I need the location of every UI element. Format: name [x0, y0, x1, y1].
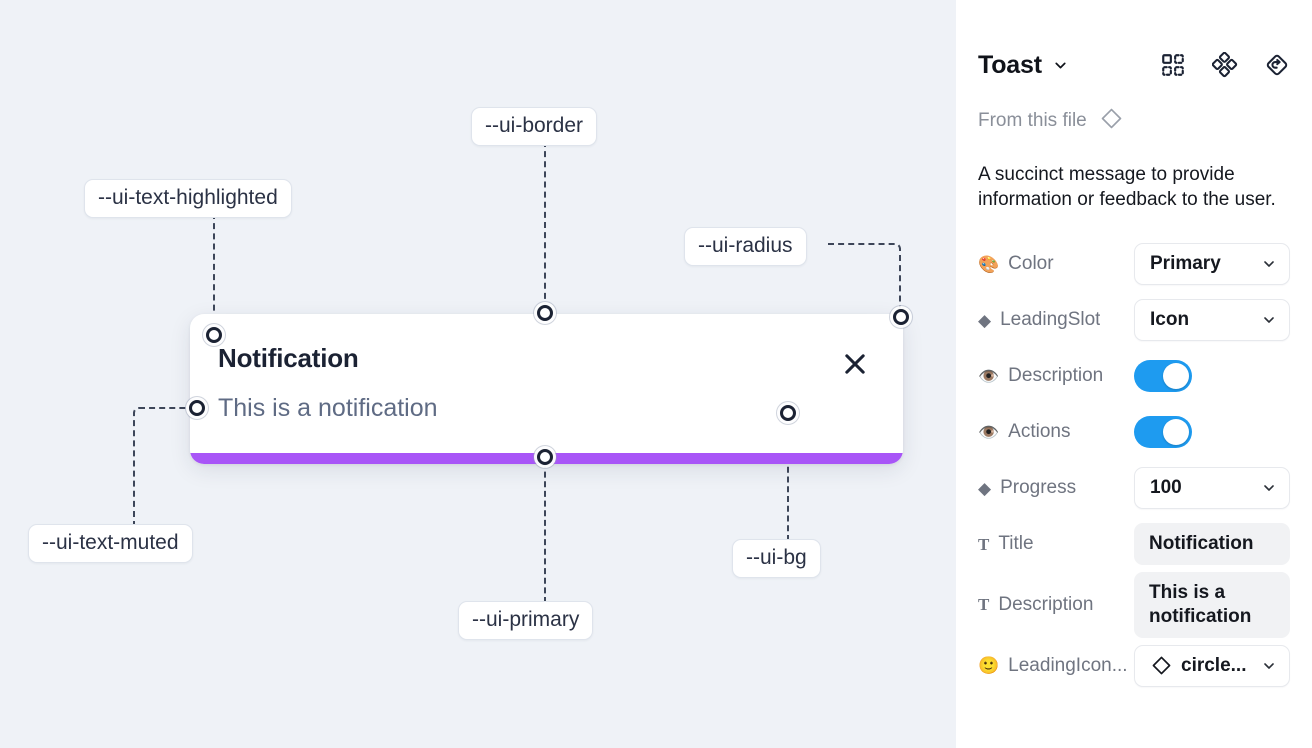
anchor-dot-ui-text-muted[interactable]	[189, 400, 205, 416]
properties-list: 🎨 Color Primary	[978, 236, 1290, 694]
component-set-icon[interactable]	[1160, 52, 1186, 78]
property-label-progress: ◆ Progress	[978, 477, 1077, 499]
chevron-down-icon	[1261, 312, 1277, 328]
toggle-knob	[1163, 363, 1189, 390]
property-row-description-text: T Description This is a notification	[978, 572, 1290, 638]
chevron-down-icon	[1261, 256, 1277, 272]
property-control-description-text: This is a notification	[1134, 572, 1290, 638]
description-input[interactable]: This is a notification	[1134, 572, 1290, 638]
property-row-title: T Title Notification	[978, 516, 1290, 572]
panel-header: Toast	[978, 0, 1290, 100]
property-control-progress: 100	[1134, 467, 1290, 510]
connector-ui-text-muted	[133, 407, 193, 527]
anchor-dot-ui-bg[interactable]	[780, 405, 796, 421]
actions-toggle[interactable]	[1134, 416, 1192, 449]
color-select[interactable]: Primary	[1134, 243, 1290, 286]
property-label-leadingicon: 🙂 LeadingIcon...	[978, 654, 1128, 676]
progress-select[interactable]: 100	[1134, 467, 1290, 510]
text-type-icon: T	[978, 534, 990, 554]
from-this-file-row[interactable]: From this file	[978, 106, 1290, 136]
property-label-color: 🎨 Color	[978, 253, 1054, 275]
property-label-leadingslot: ◆ LeadingSlot	[978, 309, 1101, 331]
token-label-ui-bg[interactable]: --ui-bg	[732, 539, 821, 579]
component-description: A succinct message to provide informatio…	[978, 164, 1276, 211]
text-type-icon: T	[978, 595, 990, 615]
reset-instance-icon[interactable]	[1264, 52, 1290, 78]
close-icon[interactable]	[841, 350, 869, 378]
leadingicon-select[interactable]: circle...	[1134, 644, 1290, 687]
design-canvas[interactable]: Notification This is a notification --ui…	[0, 0, 956, 748]
toast-title: Notification	[218, 343, 359, 373]
page-title: Toast	[978, 50, 1042, 79]
property-control-description-toggle	[1134, 360, 1290, 393]
variants-cluster-icon[interactable]	[1212, 52, 1238, 78]
token-label-ui-radius[interactable]: --ui-radius	[684, 227, 807, 267]
property-row-leadingicon: 🙂 LeadingIcon... circle...	[978, 638, 1290, 694]
anchor-dot-ui-radius[interactable]	[893, 309, 909, 325]
anchor-dot-ui-primary[interactable]	[537, 449, 553, 465]
anchor-dot-ui-border[interactable]	[537, 305, 553, 321]
property-row-color: 🎨 Color Primary	[978, 236, 1290, 292]
property-control-leadingslot: Icon	[1134, 299, 1290, 342]
property-row-description-visibility: 👁️ Description	[978, 348, 1290, 404]
diamond-icon: ◆	[978, 478, 992, 498]
palette-icon: 🎨	[978, 254, 1000, 274]
property-label-title: T Title	[978, 533, 1034, 555]
panel-header-actions	[1160, 52, 1290, 78]
diamond-component-icon	[1150, 654, 1173, 677]
property-control-leadingicon: circle...	[1134, 644, 1290, 687]
from-this-file-label: From this file	[978, 110, 1087, 131]
token-label-ui-primary[interactable]: --ui-primary	[458, 601, 594, 641]
property-control-actions-toggle	[1134, 416, 1290, 449]
property-row-leadingslot: ◆ LeadingSlot Icon	[978, 292, 1290, 348]
diamond-icon: ◆	[978, 310, 992, 330]
property-control-color: Primary	[1134, 243, 1290, 286]
toast-description: This is a notification	[218, 394, 438, 422]
property-label-actions: 👁️ Actions	[978, 421, 1071, 443]
title-input[interactable]: Notification	[1134, 523, 1290, 566]
chevron-down-icon	[1261, 480, 1277, 496]
eye-icon: 👁️	[978, 366, 1000, 386]
chevron-down-icon	[1261, 658, 1277, 674]
property-row-actions-visibility: 👁️ Actions	[978, 404, 1290, 460]
property-label-description-text: T Description	[978, 593, 1094, 615]
chevron-down-icon[interactable]	[1052, 57, 1069, 74]
connector-ui-border	[544, 141, 546, 309]
leadingslot-select[interactable]: Icon	[1134, 299, 1290, 342]
token-label-ui-text-muted[interactable]: --ui-text-muted	[28, 524, 193, 564]
property-row-progress: ◆ Progress 100	[978, 460, 1290, 516]
diamond-component-icon	[1099, 106, 1124, 136]
description-toggle[interactable]	[1134, 360, 1192, 393]
connector-ui-radius	[828, 243, 901, 315]
toggle-knob	[1163, 419, 1189, 446]
token-label-ui-border[interactable]: --ui-border	[471, 107, 598, 147]
property-label-description: 👁️ Description	[978, 365, 1104, 387]
toast-component-preview[interactable]: Notification This is a notification	[190, 314, 903, 464]
properties-panel: Toast	[956, 0, 1312, 748]
smiley-icon: 🙂	[978, 656, 1000, 676]
token-label-ui-text-highlighted[interactable]: --ui-text-highlighted	[84, 179, 292, 219]
property-control-title: Notification	[1134, 523, 1290, 566]
anchor-dot-ui-text-highlighted[interactable]	[206, 327, 222, 343]
eye-icon: 👁️	[978, 422, 1000, 442]
connector-ui-primary	[544, 462, 546, 603]
